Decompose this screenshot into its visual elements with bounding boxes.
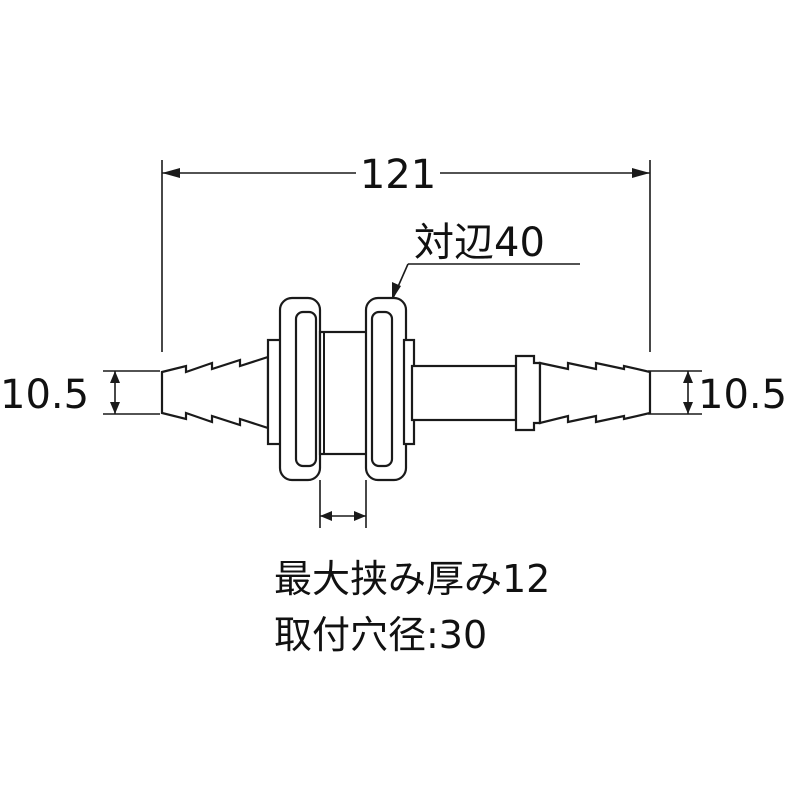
- overall-length-dimension: [161, 160, 651, 352]
- right-hose-size-label: 10.5: [698, 372, 787, 418]
- left-hose-dimension: [103, 370, 160, 415]
- left-hose-size-label: 10.5: [0, 372, 89, 418]
- overall-length-label: 121: [360, 152, 436, 198]
- mounting-hole-diameter-note: 取付穴径:30: [274, 613, 487, 657]
- left-barbed-nipple: [160, 355, 270, 430]
- right-barbed-nipple: [538, 361, 652, 425]
- right-stem: [410, 364, 518, 422]
- left-washer: [294, 310, 318, 468]
- across-flats-leader: [392, 263, 580, 300]
- right-hose-dimension: [648, 370, 702, 415]
- right-shoulder: [514, 354, 542, 432]
- max-clamp-thickness-note: 最大挟み厚み12: [274, 557, 550, 601]
- clamp-thickness-dimension: [319, 480, 367, 528]
- threaded-body: [318, 330, 372, 456]
- bulkhead-fitting-body: [160, 296, 652, 482]
- across-flats-label: 対辺40: [414, 220, 545, 266]
